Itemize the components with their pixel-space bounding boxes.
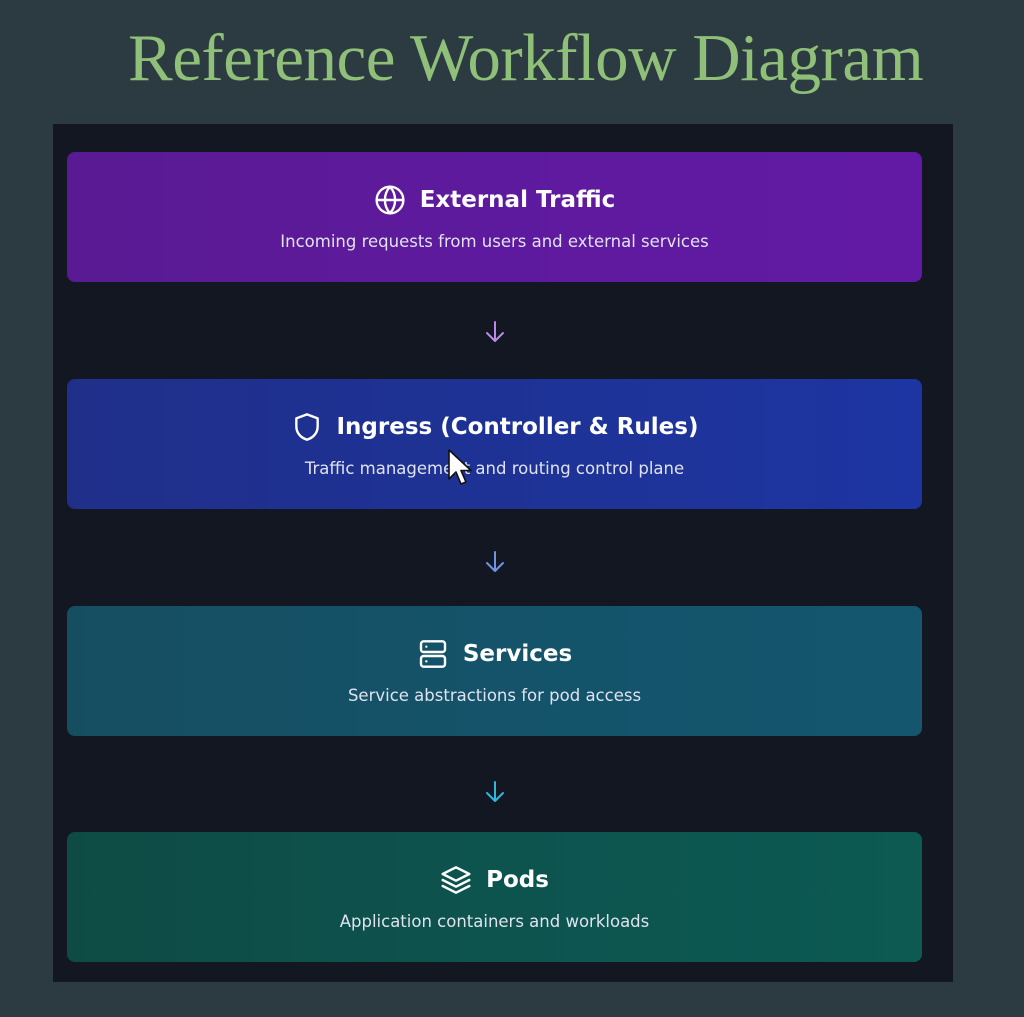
stage-header: Services: [67, 636, 922, 672]
arrow-down-icon: [486, 551, 504, 572]
stage-title: External Traffic: [419, 187, 616, 213]
stage-title: Services: [462, 641, 573, 667]
stage-ingress[interactable]: Ingress (Controller & Rules) Traffic man…: [67, 379, 922, 509]
stage-pods[interactable]: Pods Application containers and workload…: [67, 832, 922, 962]
stage-header: Ingress (Controller & Rules): [67, 409, 922, 445]
stage-description: Traffic management and routing control p…: [304, 459, 685, 478]
globe-icon: [374, 184, 406, 216]
stage-header: External Traffic: [67, 182, 922, 218]
arrow-down-icon: [486, 321, 504, 342]
stage-description: Application containers and workloads: [339, 912, 650, 931]
stage-title: Ingress (Controller & Rules): [336, 414, 699, 440]
flow-arrow-2: [482, 548, 508, 576]
stage-description: Incoming requests from users and externa…: [280, 232, 709, 251]
arrow-down-icon: [486, 781, 504, 802]
server-icon: [417, 638, 449, 670]
page-title: Reference Workflow Diagram: [128, 21, 924, 95]
flow-arrow-1: [482, 318, 508, 346]
flow-arrow-3: [482, 778, 508, 806]
stage-external-traffic[interactable]: External Traffic Incoming requests from …: [67, 152, 922, 282]
stage-services[interactable]: Services Service abstractions for pod ac…: [67, 606, 922, 736]
stage-title: Pods: [486, 867, 549, 893]
diagram-panel: External Traffic Incoming requests from …: [53, 124, 953, 982]
layers-icon: [440, 864, 472, 896]
shield-icon: [291, 411, 323, 443]
stage-description: Service abstractions for pod access: [347, 686, 642, 705]
stage-header: Pods: [67, 862, 922, 898]
